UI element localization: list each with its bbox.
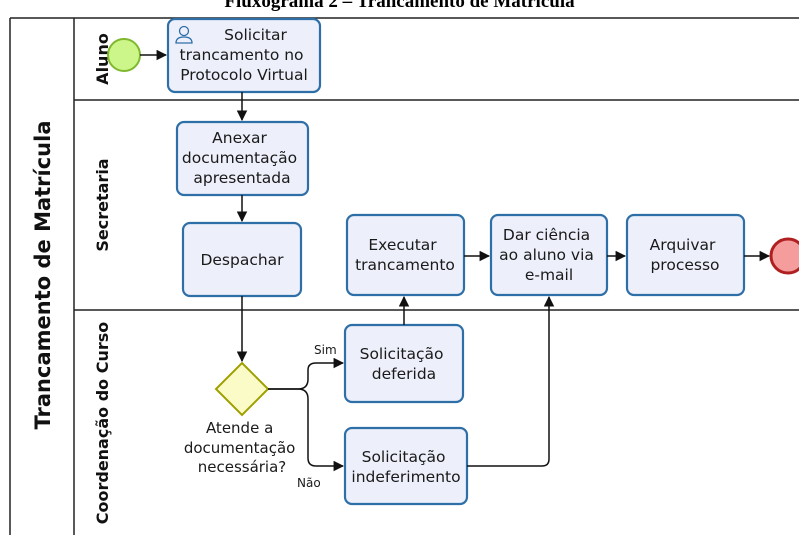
end-event[interactable] — [769, 237, 799, 275]
task-deferida-text: Solicitação deferida — [360, 345, 449, 383]
task-despachar-text: Despachar — [200, 251, 284, 269]
task-indeferimento-text: Solicitação indeferimento — [351, 448, 460, 486]
task-solicitar-trancamento[interactable]: Solicitar trancamento no Protocolo Virtu… — [166, 17, 322, 94]
task-executar-trancamento[interactable]: Executar trancamento — [345, 213, 466, 297]
task-solicitar-text: Solicitar trancamento no Protocolo Virtu… — [180, 26, 309, 84]
pool-label: Trancamento de Matrícula — [31, 121, 55, 430]
flow-label-sim: Sim — [314, 343, 337, 357]
task-dar-ciencia-text: Dar ciência ao aluno via e-mail — [499, 226, 599, 284]
task-solicitacao-deferida[interactable]: Solicitação deferida — [343, 323, 465, 404]
task-arquivar-box — [625, 213, 746, 297]
flow-label-nao: Não — [297, 476, 321, 490]
task-despachar[interactable]: Despachar — [181, 221, 303, 298]
exclusive-gateway[interactable] — [214, 361, 270, 417]
task-deferida-box — [343, 323, 465, 404]
flow-indeferimento-to-dar-ciencia — [467, 295, 555, 467]
task-dar-ciencia-box — [489, 213, 609, 297]
task-solicitar-box — [166, 17, 322, 94]
gateway-question: Atende a documentação necessária? — [184, 419, 300, 476]
task-executar-box — [345, 213, 466, 297]
start-event[interactable] — [107, 38, 141, 72]
task-arquivar-processo[interactable]: Arquivar processo — [625, 213, 746, 297]
task-solicitacao-indeferimento[interactable]: Solicitação indeferimento — [343, 426, 469, 506]
lane-label-coordenacao: Coordenação do Curso — [93, 322, 112, 525]
flow-gateway-sim — [268, 357, 345, 390]
flow-gateway-nao — [268, 388, 345, 472]
task-executar-text: Executar trancamento — [355, 236, 455, 274]
task-anexar-documentacao[interactable]: Anexar documentação apresentada — [175, 120, 310, 197]
gateway-diamond — [214, 361, 270, 417]
user-task-icon — [175, 25, 193, 44]
task-indeferimento-box — [343, 426, 469, 506]
task-anexar-text: Anexar documentação apresentada — [182, 129, 302, 187]
figure-caption: Fluxograma 2 – Trancamento de Matrícula — [224, 0, 575, 12]
lane-label-aluno: Aluno — [93, 33, 112, 85]
lane-label-secretaria: Secretaria — [93, 158, 112, 251]
task-arquivar-text: Arquivar processo — [650, 236, 721, 274]
task-dar-ciencia[interactable]: Dar ciência ao aluno via e-mail — [489, 213, 609, 297]
